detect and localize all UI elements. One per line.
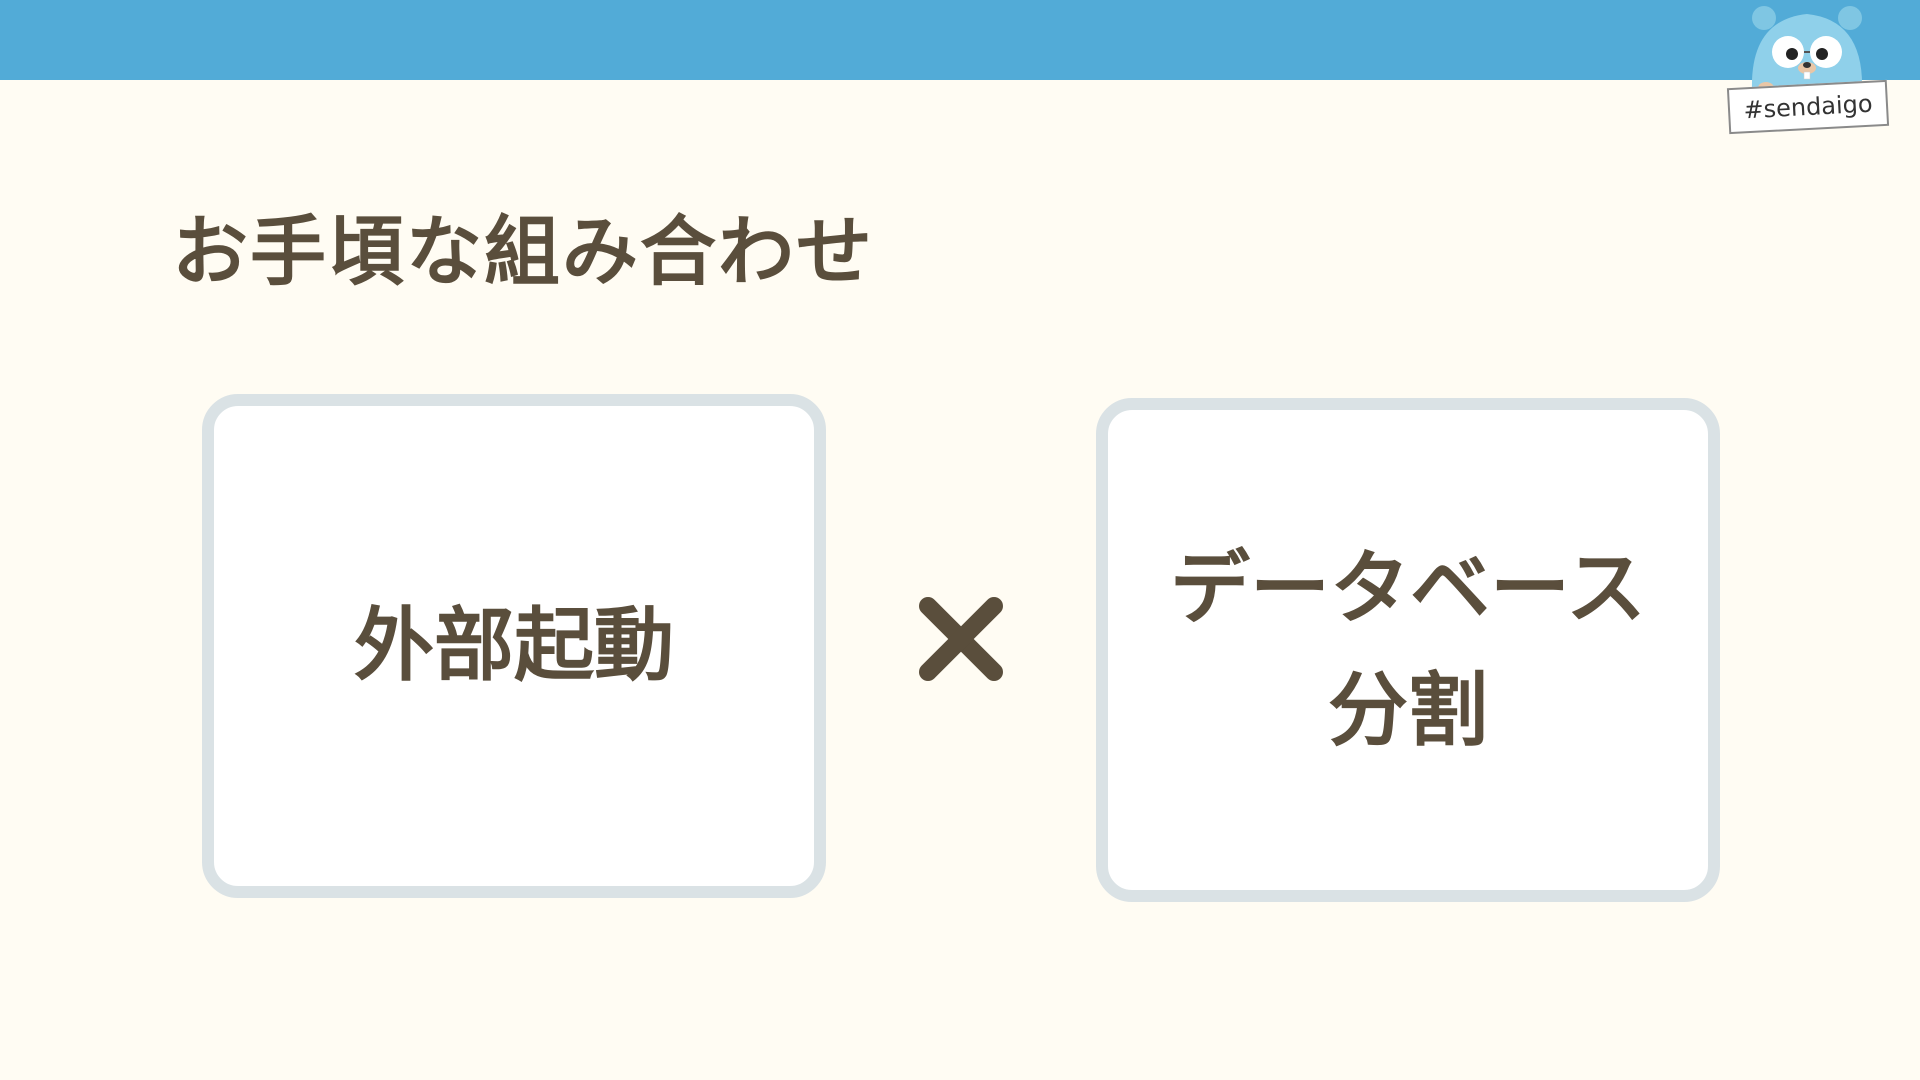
right-card-line2: 分割 (1328, 664, 1488, 757)
hashtag-sign: #sendaigo (1726, 79, 1890, 135)
hashtag-label: #sendaigo (1742, 89, 1874, 125)
left-card: 外部起動 (202, 394, 826, 898)
left-card-label: 外部起動 (354, 599, 674, 692)
multiply-icon (919, 597, 1003, 681)
right-card: データベース 分割 (1096, 398, 1720, 902)
gopher-mascot-icon (1751, 6, 1863, 94)
right-card-line1: データベース (1170, 542, 1646, 635)
header-bar (0, 0, 1920, 80)
slide-title: お手頃な組み合わせ (172, 207, 874, 296)
